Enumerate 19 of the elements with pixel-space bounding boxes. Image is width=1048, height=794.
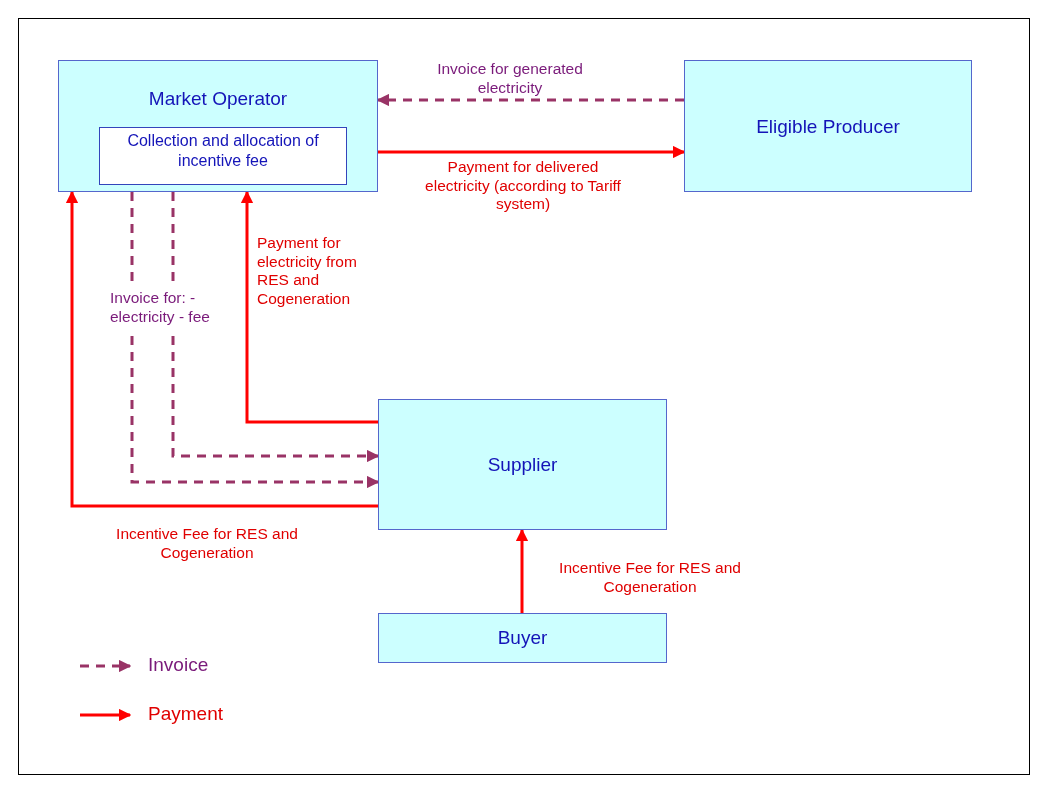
arrow bbox=[65, 190, 378, 508]
arrow bbox=[376, 93, 684, 107]
node-label: Buyer bbox=[496, 626, 549, 649]
inner-process-box bbox=[99, 127, 347, 185]
arrow bbox=[171, 192, 380, 463]
arrow bbox=[130, 192, 380, 489]
node-label: Eligible Producer bbox=[755, 115, 901, 138]
process-box bbox=[58, 60, 378, 192]
node-label: Supplier bbox=[486, 453, 559, 476]
node-label: Collection and allocation of incentive fee bbox=[126, 131, 320, 171]
arrow bbox=[240, 190, 378, 424]
process-box bbox=[378, 399, 667, 530]
legend-label: Payment bbox=[148, 703, 223, 725]
node-label: Market Operator bbox=[147, 87, 289, 110]
legend-label: Invoice bbox=[148, 654, 209, 676]
arrow bbox=[378, 145, 686, 159]
process-box bbox=[378, 613, 667, 663]
process-box bbox=[684, 60, 972, 192]
arrow bbox=[515, 528, 529, 613]
